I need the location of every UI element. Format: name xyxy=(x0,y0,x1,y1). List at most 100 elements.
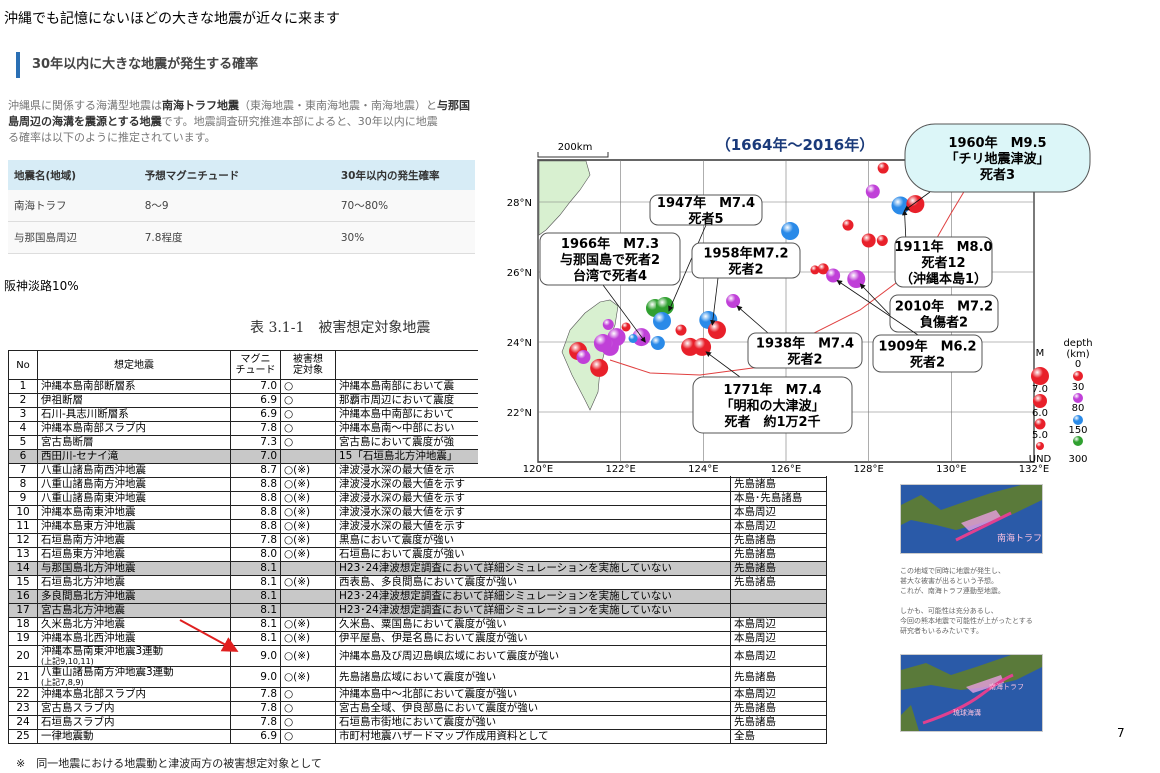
cell-name: 多良間島北方沖地震 xyxy=(37,589,231,604)
legend-m-label: 6.0 xyxy=(1032,408,1048,419)
section-heading: 30年以内に大きな地震が発生する確率 xyxy=(16,52,258,78)
legend-depth-title: depth xyxy=(1063,338,1092,349)
lon-tick-label: 128°E xyxy=(853,464,883,475)
callout-1771: 1771年 M7.4「明和の大津波」死者 約1万2千 xyxy=(692,351,853,434)
callout-text: （沖縄本島1） xyxy=(900,271,987,287)
callout-box xyxy=(691,242,801,279)
legend-depth-label: 0 xyxy=(1075,359,1081,370)
scale-bar xyxy=(537,152,609,158)
scale-label: 200km xyxy=(558,142,593,153)
quake-marker xyxy=(781,222,800,241)
callout-text: 死者2 xyxy=(787,352,822,368)
callout-text: 死者5 xyxy=(688,211,723,227)
legend-size-marker xyxy=(1033,394,1047,408)
col-header: 被害想定対象 xyxy=(280,350,336,380)
quake-marker xyxy=(726,294,741,309)
cell: 30% xyxy=(334,221,475,254)
legend-size-marker xyxy=(1036,442,1044,450)
text-line: これが、南海トラフ連動型地震。 xyxy=(900,587,1005,595)
callout-arrow xyxy=(710,277,719,326)
lon-tick-label: 130°E xyxy=(936,464,966,475)
intro-text: 沖縄県に関係する海溝型地震は xyxy=(8,99,162,112)
cell-no: 21 xyxy=(8,666,38,688)
legend-depth-unit: (km) xyxy=(1066,349,1089,360)
cell-target: ○(※) xyxy=(280,666,336,688)
callout-text: 死者 約1万2千 xyxy=(724,414,820,430)
cell-target xyxy=(280,561,336,576)
callout-arrow xyxy=(836,280,919,336)
callout-text: 1938年 M7.4 xyxy=(756,336,854,352)
quake-marker xyxy=(675,324,687,336)
cell-mag: 9.0 xyxy=(230,666,281,688)
right-text: この地域で同時に地震が発生し、甚大な被害が出るという予想。これが、南海トラフ連動… xyxy=(900,566,1060,636)
cell-mag: 7.0 xyxy=(230,449,281,464)
lon-tick-label: 132°E xyxy=(1019,464,1049,475)
callout-text: 1960年 M9.5 xyxy=(948,135,1046,151)
nankai-trough-image: 南海トラフ xyxy=(900,484,1043,554)
quake-marker xyxy=(653,312,671,330)
callout-text: 台湾で死者4 xyxy=(573,268,647,284)
callout-box xyxy=(649,194,763,226)
quake-marker xyxy=(876,235,888,246)
callout-arrow xyxy=(903,191,931,211)
map-title: （1664年～2016年） xyxy=(716,136,875,154)
cell-mag: 8.1 xyxy=(230,603,281,618)
page-number: 7 xyxy=(1117,726,1125,740)
legend-size-marker xyxy=(1031,367,1049,385)
callout-box xyxy=(692,376,853,434)
table-row: 与那国島周辺 7.8程度 30% xyxy=(8,221,475,254)
callout-text: 死者3 xyxy=(980,167,1015,183)
legend-size-marker xyxy=(1034,418,1046,430)
slide-title: 沖縄でも記憶にないほどの大きな地震が近々に来ます xyxy=(4,11,340,27)
lat-tick-label: 28°N xyxy=(507,198,532,209)
callout-box xyxy=(894,236,993,288)
quake-marker xyxy=(847,270,866,288)
intro-bold: 南海トラフ地震 xyxy=(162,99,239,112)
intro-bold: 与那国 xyxy=(437,99,470,112)
image-label: 琉球海溝 xyxy=(953,708,981,717)
cell-mag: 8.1 xyxy=(230,561,281,576)
legend-depth-marker xyxy=(1073,436,1083,446)
text-line: この地域で同時に地震が発生し、 xyxy=(900,567,1005,575)
cell-sub: (上記7,8,9) xyxy=(41,678,84,687)
cell-desc: H23･24津波想定調査において詳細シミュレーションを実施していない xyxy=(335,561,731,576)
intro-bold: 島周辺の海溝を震源とする地震 xyxy=(8,115,162,128)
intro-paragraph: 沖縄県に関係する海溝型地震は南海トラフ地震（東海地震・東南海地震・南海地震）と与… xyxy=(8,98,486,146)
quake-marker xyxy=(593,334,612,353)
legend-depth-marker xyxy=(1073,415,1083,425)
quake-marker xyxy=(826,268,841,283)
cell-sub: (上記9,10,11) xyxy=(41,657,94,666)
lon-tick-label: 120°E xyxy=(523,464,553,475)
intro-text: る確率は以下のように推定されています。 xyxy=(8,131,216,144)
footnote: ※ 同一地震における地震動と津波両方の被害想定対象として xyxy=(16,757,322,770)
cell: 南海トラフ xyxy=(8,190,139,222)
quake-marker xyxy=(621,322,631,332)
quake-marker xyxy=(590,358,609,377)
cell-mag: 6.9 xyxy=(230,729,281,744)
callout-text: 1958年M7.2 xyxy=(703,246,788,262)
callout-text: 1771年 M7.4 xyxy=(723,382,821,398)
cell-name: 一律地震動 xyxy=(37,729,231,744)
cell-desc: 沖縄本島及び周辺島嶼広域において震度が強い xyxy=(335,645,731,667)
legend-depth-label: 300 xyxy=(1068,454,1087,465)
quake-marker xyxy=(576,350,591,365)
callout-arrow xyxy=(602,284,646,343)
text-line: 甚大な被害が出るという予想。 xyxy=(900,577,998,585)
legend-m-label: 5.0 xyxy=(1032,430,1048,441)
lon-tick-label: 122°E xyxy=(605,464,635,475)
callout-text: 死者2 xyxy=(728,262,763,278)
table-caption: 表 3.1-1 被害想定対象地震 xyxy=(250,320,431,336)
